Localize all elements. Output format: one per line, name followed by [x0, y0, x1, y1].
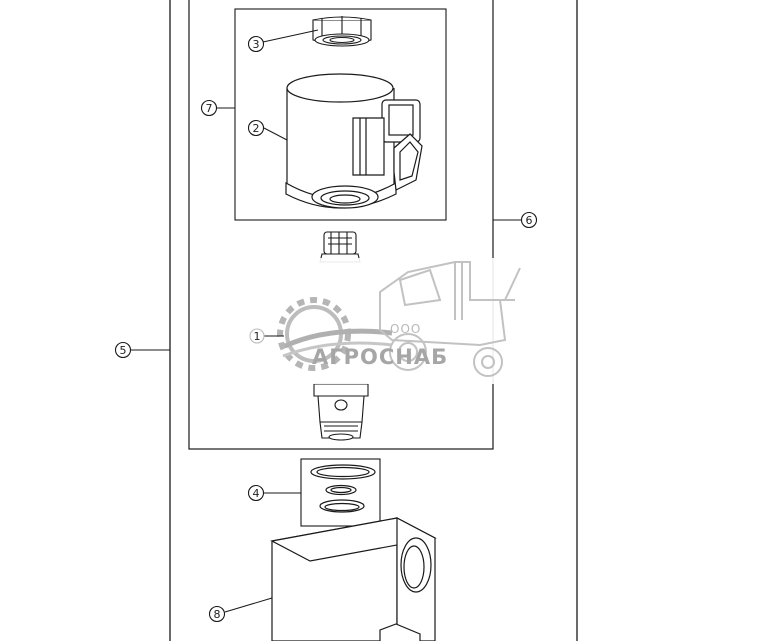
- solenoid-coil-part-2: [285, 73, 423, 209]
- callout-8-label: 8: [214, 608, 221, 621]
- valve-block-part-8: [270, 517, 437, 641]
- callout-4-label: 4: [253, 487, 260, 500]
- watermark-logo: ООО АГРОСНАБ: [246, 258, 536, 384]
- valve-assembly-frame-6: [188, 0, 494, 450]
- callout-7-label: 7: [206, 102, 213, 115]
- nut-part-3: [312, 16, 372, 47]
- seal-rings-part-4: [310, 464, 376, 513]
- assembly-frame-5: [169, 0, 578, 641]
- callout-1-label: 1: [254, 330, 261, 343]
- watermark-brand: АГРОСНАБ: [312, 345, 448, 369]
- callout-6: 6: [520, 211, 538, 229]
- callout-2: 2: [247, 119, 265, 137]
- cartridge-stem-part-1: [319, 231, 361, 263]
- watermark-company: ООО: [390, 322, 421, 336]
- callout-2-label: 2: [253, 122, 260, 135]
- callout-7: 7: [200, 99, 218, 117]
- callout-3-label: 3: [253, 38, 260, 51]
- callout-6-label: 6: [526, 214, 533, 227]
- callout-4: 4: [247, 484, 265, 502]
- callout-5-label: 5: [120, 344, 127, 357]
- combine-harvester-icon: [379, 261, 521, 377]
- callout-5: 5: [114, 341, 132, 359]
- callout-3: 3: [247, 35, 265, 53]
- cartridge-body-part-1: [313, 383, 369, 441]
- coil-kit-frame-7: [234, 8, 447, 221]
- callout-1: 1: [249, 328, 265, 344]
- leader-lines: [131, 29, 521, 613]
- callout-8: 8: [208, 605, 226, 623]
